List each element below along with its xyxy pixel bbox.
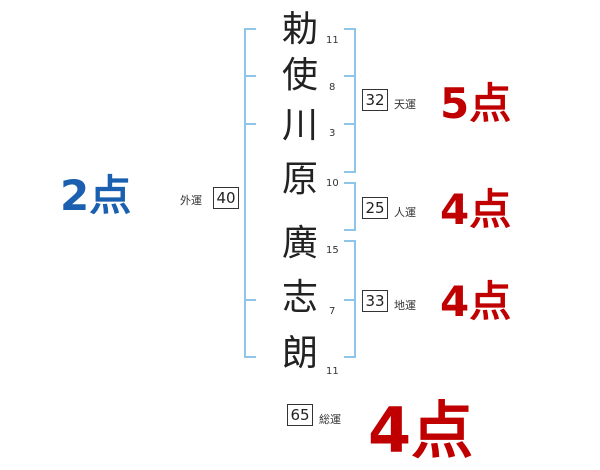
name-char: 廣 [281, 223, 318, 264]
souun-score: 4点 [368, 394, 474, 467]
souun-label: 総運 [319, 413, 341, 426]
name-char: 原 [281, 159, 318, 200]
name-char: 使 [281, 55, 318, 96]
jinun-value: 25 [362, 197, 388, 219]
name-char: 川 [281, 105, 318, 146]
stroke-count: 7 [329, 306, 336, 317]
gaiun-score: 2点 [60, 171, 132, 220]
jinun-label: 人運 [394, 206, 416, 219]
name-char: 朗 [281, 333, 318, 374]
tenun-value: 32 [362, 89, 388, 111]
stroke-count: 11 [326, 366, 339, 377]
chiun-label: 地運 [394, 299, 416, 312]
jinun-score: 4点 [440, 185, 512, 234]
chiun-value: 33 [362, 290, 388, 312]
gaiun-label: 外運 [180, 194, 202, 207]
gaiun-value: 40 [213, 187, 239, 209]
tenun-score: 5点 [440, 79, 512, 128]
name-char: 勅 [281, 9, 318, 50]
stroke-count: 8 [329, 82, 336, 93]
chiun-score: 4点 [440, 277, 512, 326]
name-char: 志 [281, 277, 318, 318]
stroke-count: 3 [329, 128, 336, 139]
stroke-count: 11 [326, 35, 339, 46]
souun-value: 65 [287, 404, 313, 426]
tenun-label: 天運 [394, 98, 416, 111]
stroke-count: 10 [326, 178, 339, 189]
stroke-count: 15 [326, 245, 339, 256]
